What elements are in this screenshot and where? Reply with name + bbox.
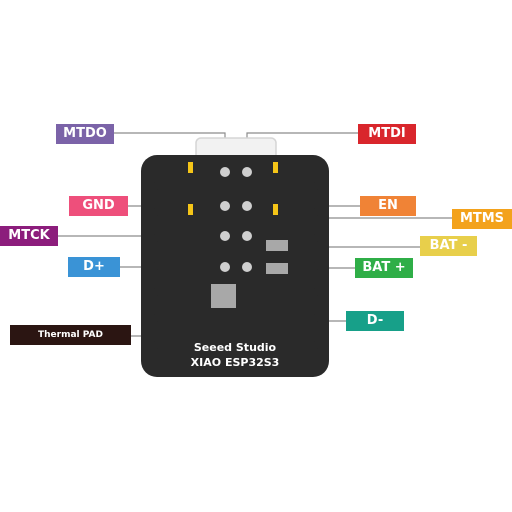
battery-neg-pad [266,240,288,251]
pin-holes [152,182,320,349]
label-mtdo: MTDO [56,124,114,144]
left-pin-hole-4 [152,262,160,270]
left-pin-hole-1 [152,182,160,190]
left-pin-hole-3 [152,234,160,242]
smd-component [188,162,193,173]
right-pin-hole-7 [312,341,320,349]
right-pin-hole-5 [312,288,320,296]
smd-component [273,162,278,173]
label-bat-pos: BAT + [355,258,413,278]
label-mtms: MTMS [452,209,512,229]
label-bat-neg: BAT - [420,236,477,256]
battery-pos-pad [266,263,288,274]
board-brand: Seeed Studio [193,341,277,354]
testpoint-mtck [220,231,230,241]
left-pin-hole-2 [152,208,160,216]
label-dplus: D+ [68,257,120,277]
testpoint-dplus [220,262,230,272]
board-model: XIAO ESP32S3 [190,356,280,369]
right-pin-hole-4 [312,262,320,270]
label-mtck: MTCK [0,226,58,246]
testpoint-en [242,201,252,211]
thermal-pad [211,284,236,308]
testpoint-dminus [242,262,252,272]
label-dminus: D- [346,311,404,331]
label-thermal-pad: Thermal PAD [10,325,131,345]
left-pin-hole-7 [152,341,160,349]
right-pin-hole-1 [312,182,320,190]
right-pin-hole-6 [312,314,320,322]
testpoint-gnd [220,201,230,211]
smd-component [188,204,193,215]
right-pin-hole-3 [312,234,320,242]
testpoint-mtdi [242,167,252,177]
label-gnd: GND [69,196,128,216]
label-mtdi: MTDI [358,124,416,144]
testpoint-mtdo [220,167,230,177]
smd-component [273,204,278,215]
right-pin-hole-2 [312,208,320,216]
left-pin-hole-5 [152,288,160,296]
test-points [220,167,252,272]
label-en: EN [360,196,416,216]
testpoint-mtms [242,231,252,241]
left-pin-hole-6 [152,314,160,322]
